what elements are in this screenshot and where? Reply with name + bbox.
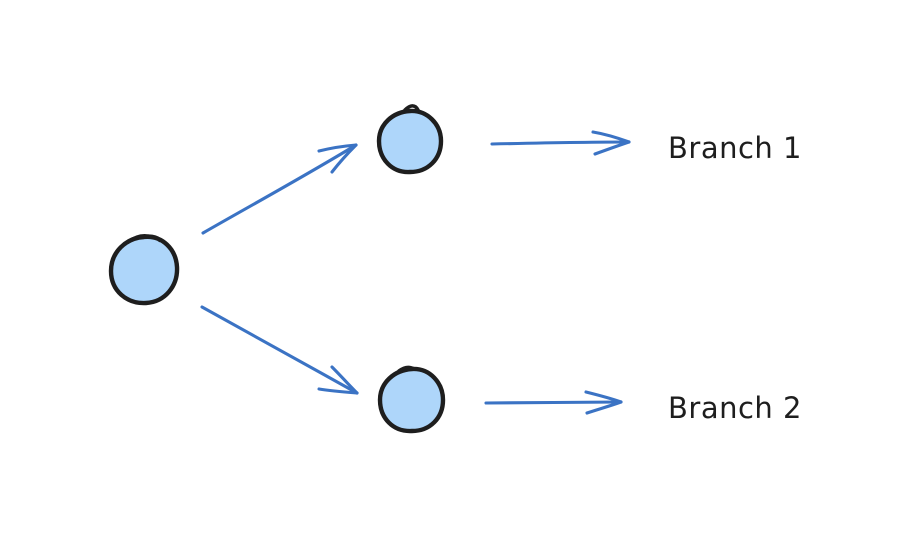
arrow-head-icon xyxy=(591,130,631,156)
arrow-shaft xyxy=(490,140,631,146)
branch-1-label: Branch 1 xyxy=(668,131,802,165)
edge-root-to-branch-2 xyxy=(200,305,359,395)
arrow-shaft xyxy=(200,305,359,395)
sketch-overlap-stroke xyxy=(403,104,420,112)
branch-2-label: Branch 2 xyxy=(668,391,802,425)
node-branch-1 xyxy=(376,104,444,175)
edge-root-to-branch-1 xyxy=(201,143,358,235)
sketch-overlap-stroke xyxy=(126,234,154,244)
node-branch-2 xyxy=(377,365,446,434)
edge-branch-2-to-label xyxy=(484,390,623,415)
arrow-shaft xyxy=(484,400,623,405)
arrow-head-icon xyxy=(584,390,623,415)
circle-shape xyxy=(377,366,446,434)
arrow-head-icon xyxy=(317,143,358,174)
arrow-shaft xyxy=(201,143,358,235)
edge-branch-1-to-label xyxy=(490,130,631,156)
circle-shape xyxy=(108,234,180,306)
arrow-head-icon xyxy=(317,365,359,395)
node-root xyxy=(108,234,180,306)
sketch-overlap-stroke xyxy=(397,365,416,373)
circle-shape xyxy=(376,108,444,175)
